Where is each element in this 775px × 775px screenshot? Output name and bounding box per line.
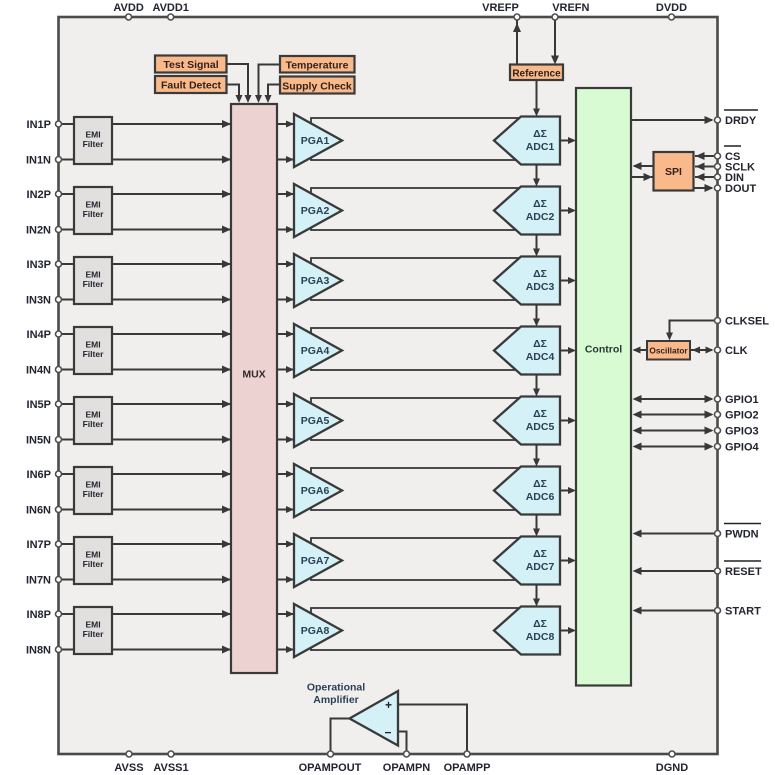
svg-text:ADC6: ADC6: [526, 491, 555, 503]
svg-text:EMI: EMI: [85, 550, 100, 560]
svg-text:ADC2: ADC2: [526, 211, 555, 223]
svg-text:ΔΣ: ΔΣ: [533, 338, 547, 350]
svg-text:CLK: CLK: [725, 345, 748, 357]
svg-text:VREFN: VREFN: [552, 2, 589, 14]
svg-text:Temperature: Temperature: [286, 60, 349, 72]
svg-text:ADC4: ADC4: [526, 351, 555, 363]
svg-text:ΔΣ: ΔΣ: [533, 268, 547, 280]
svg-text:DVDD: DVDD: [656, 2, 687, 14]
svg-text:+: +: [385, 698, 392, 712]
svg-text:Test Signal: Test Signal: [163, 59, 218, 71]
svg-text:Supply Check: Supply Check: [282, 81, 352, 93]
svg-text:MUX: MUX: [242, 369, 265, 381]
svg-text:ADC1: ADC1: [526, 141, 555, 153]
svg-text:IN6P: IN6P: [27, 469, 51, 481]
svg-text:GPIO1: GPIO1: [725, 394, 759, 406]
svg-text:ADC3: ADC3: [526, 281, 555, 293]
svg-text:Operational: Operational: [307, 682, 365, 694]
svg-text:IN7P: IN7P: [27, 539, 51, 551]
svg-text:PGA3: PGA3: [301, 275, 330, 287]
svg-text:GPIO2: GPIO2: [725, 410, 759, 422]
svg-text:ΔΣ: ΔΣ: [533, 128, 547, 140]
svg-text:IN5P: IN5P: [27, 399, 51, 411]
svg-text:Filter: Filter: [83, 489, 104, 499]
svg-text:DGND: DGND: [656, 762, 688, 774]
svg-text:AVSS: AVSS: [114, 762, 143, 774]
svg-text:OPAMPOUT: OPAMPOUT: [299, 762, 362, 774]
svg-text:PGA8: PGA8: [301, 625, 330, 637]
svg-text:AVDD: AVDD: [113, 2, 143, 14]
svg-text:IN7N: IN7N: [26, 575, 51, 587]
svg-text:ΔΣ: ΔΣ: [533, 408, 547, 420]
svg-text:AVSS1: AVSS1: [153, 762, 188, 774]
svg-text:Reference: Reference: [512, 69, 561, 80]
svg-text:Filter: Filter: [83, 559, 104, 569]
svg-text:ADC5: ADC5: [526, 421, 555, 433]
svg-text:Filter: Filter: [83, 209, 104, 219]
svg-text:EMI: EMI: [85, 130, 100, 140]
svg-text:EMI: EMI: [85, 410, 100, 420]
svg-text:IN1P: IN1P: [27, 119, 51, 131]
svg-text:EMI: EMI: [85, 620, 100, 630]
svg-text:IN3P: IN3P: [27, 259, 51, 271]
svg-text:IN8N: IN8N: [26, 645, 51, 657]
svg-text:DRDY: DRDY: [725, 115, 757, 127]
svg-text:START: START: [725, 606, 761, 618]
svg-text:IN4P: IN4P: [27, 329, 51, 341]
svg-text:DOUT: DOUT: [725, 183, 756, 195]
svg-text:IN5N: IN5N: [26, 435, 51, 447]
svg-text:ΔΣ: ΔΣ: [533, 548, 547, 560]
svg-text:ΔΣ: ΔΣ: [533, 618, 547, 630]
svg-text:AVDD1: AVDD1: [152, 2, 188, 14]
svg-text:−: −: [384, 726, 391, 740]
svg-text:PGA2: PGA2: [301, 205, 330, 217]
svg-text:SCLK: SCLK: [725, 162, 755, 174]
svg-text:Filter: Filter: [83, 349, 104, 359]
svg-text:IN6N: IN6N: [26, 505, 51, 517]
svg-text:ADC8: ADC8: [526, 631, 555, 643]
svg-text:EMI: EMI: [85, 200, 100, 210]
svg-text:SPI: SPI: [665, 166, 682, 178]
svg-text:ΔΣ: ΔΣ: [533, 478, 547, 490]
svg-text:ΔΣ: ΔΣ: [533, 198, 547, 210]
svg-text:Filter: Filter: [83, 419, 104, 429]
svg-text:OPAMPP: OPAMPP: [444, 762, 491, 774]
svg-text:Fault Detect: Fault Detect: [161, 80, 222, 92]
svg-text:CLKSEL: CLKSEL: [725, 316, 769, 328]
svg-text:Filter: Filter: [83, 279, 104, 289]
svg-text:Amplifier: Amplifier: [313, 694, 359, 706]
svg-text:IN2N: IN2N: [26, 225, 51, 237]
svg-text:Filter: Filter: [83, 139, 104, 149]
svg-text:EMI: EMI: [85, 480, 100, 490]
svg-text:RESET: RESET: [725, 566, 762, 578]
svg-text:IN4N: IN4N: [26, 365, 51, 377]
svg-text:PGA4: PGA4: [301, 345, 330, 357]
svg-text:GPIO4: GPIO4: [725, 442, 760, 454]
svg-text:PWDN: PWDN: [725, 529, 759, 541]
svg-text:GPIO3: GPIO3: [725, 426, 759, 438]
svg-text:PGA7: PGA7: [301, 555, 330, 567]
svg-text:OPAMPN: OPAMPN: [383, 762, 431, 774]
svg-text:EMI: EMI: [85, 270, 100, 280]
svg-text:CS: CS: [725, 151, 740, 163]
svg-text:ADC7: ADC7: [526, 561, 555, 573]
svg-text:IN1N: IN1N: [26, 155, 51, 167]
svg-text:Filter: Filter: [83, 629, 104, 639]
svg-text:IN2P: IN2P: [27, 189, 51, 201]
svg-text:EMI: EMI: [85, 340, 100, 350]
svg-text:PGA5: PGA5: [301, 415, 330, 427]
svg-text:Control: Control: [585, 344, 622, 356]
svg-text:DIN: DIN: [725, 172, 744, 184]
svg-text:IN8P: IN8P: [27, 609, 51, 621]
svg-text:Oscillator: Oscillator: [649, 346, 688, 356]
svg-text:IN3N: IN3N: [26, 295, 51, 307]
svg-text:PGA6: PGA6: [301, 485, 330, 497]
svg-text:VREFP: VREFP: [482, 2, 519, 14]
svg-text:PGA1: PGA1: [301, 135, 330, 147]
